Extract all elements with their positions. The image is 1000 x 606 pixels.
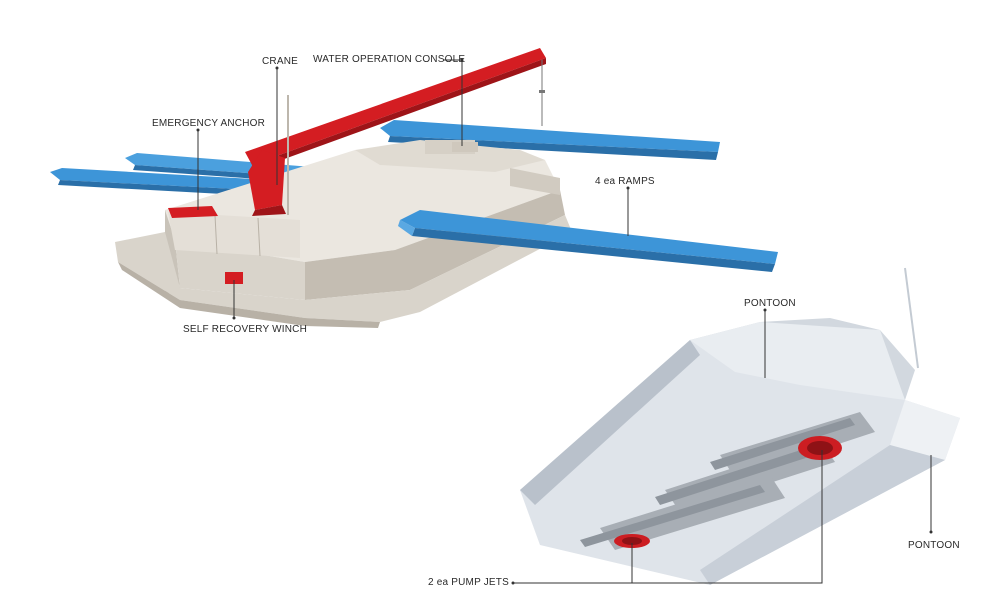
ramp-front-right <box>400 210 778 264</box>
label-emergency-anchor: EMERGENCY ANCHOR <box>152 118 266 129</box>
lower-pontoon-right <box>890 400 960 460</box>
self-recovery-winch <box>225 272 243 284</box>
upper-cab <box>168 212 300 258</box>
upper-vehicle <box>50 48 778 328</box>
lower-pontoon-top <box>690 322 905 400</box>
water-operation-console <box>452 142 478 152</box>
label-pontoon-right: PONTOON <box>908 540 960 551</box>
upper-pontoon-skirt <box>115 215 572 322</box>
wheel-tracks <box>580 412 875 550</box>
leader-lines <box>196 58 933 585</box>
label-self-recovery-winch: SELF RECOVERY WINCH <box>183 324 308 335</box>
ramp-top-right <box>380 120 720 152</box>
label-pontoon-top: PONTOON <box>744 298 796 309</box>
upper-hull-front <box>175 240 305 300</box>
label-crane: CRANE <box>262 56 299 67</box>
crane <box>245 48 546 216</box>
upper-hull-side-right <box>305 190 565 300</box>
label-water-operation-console: WATER OPERATION CONSOLE <box>313 54 466 65</box>
label-pump-jets: 2 ea PUMP JETS <box>428 577 509 588</box>
emergency-anchor <box>168 206 218 218</box>
label-ramps: 4 ea RAMPS <box>595 176 655 187</box>
lower-vehicle <box>520 267 960 585</box>
